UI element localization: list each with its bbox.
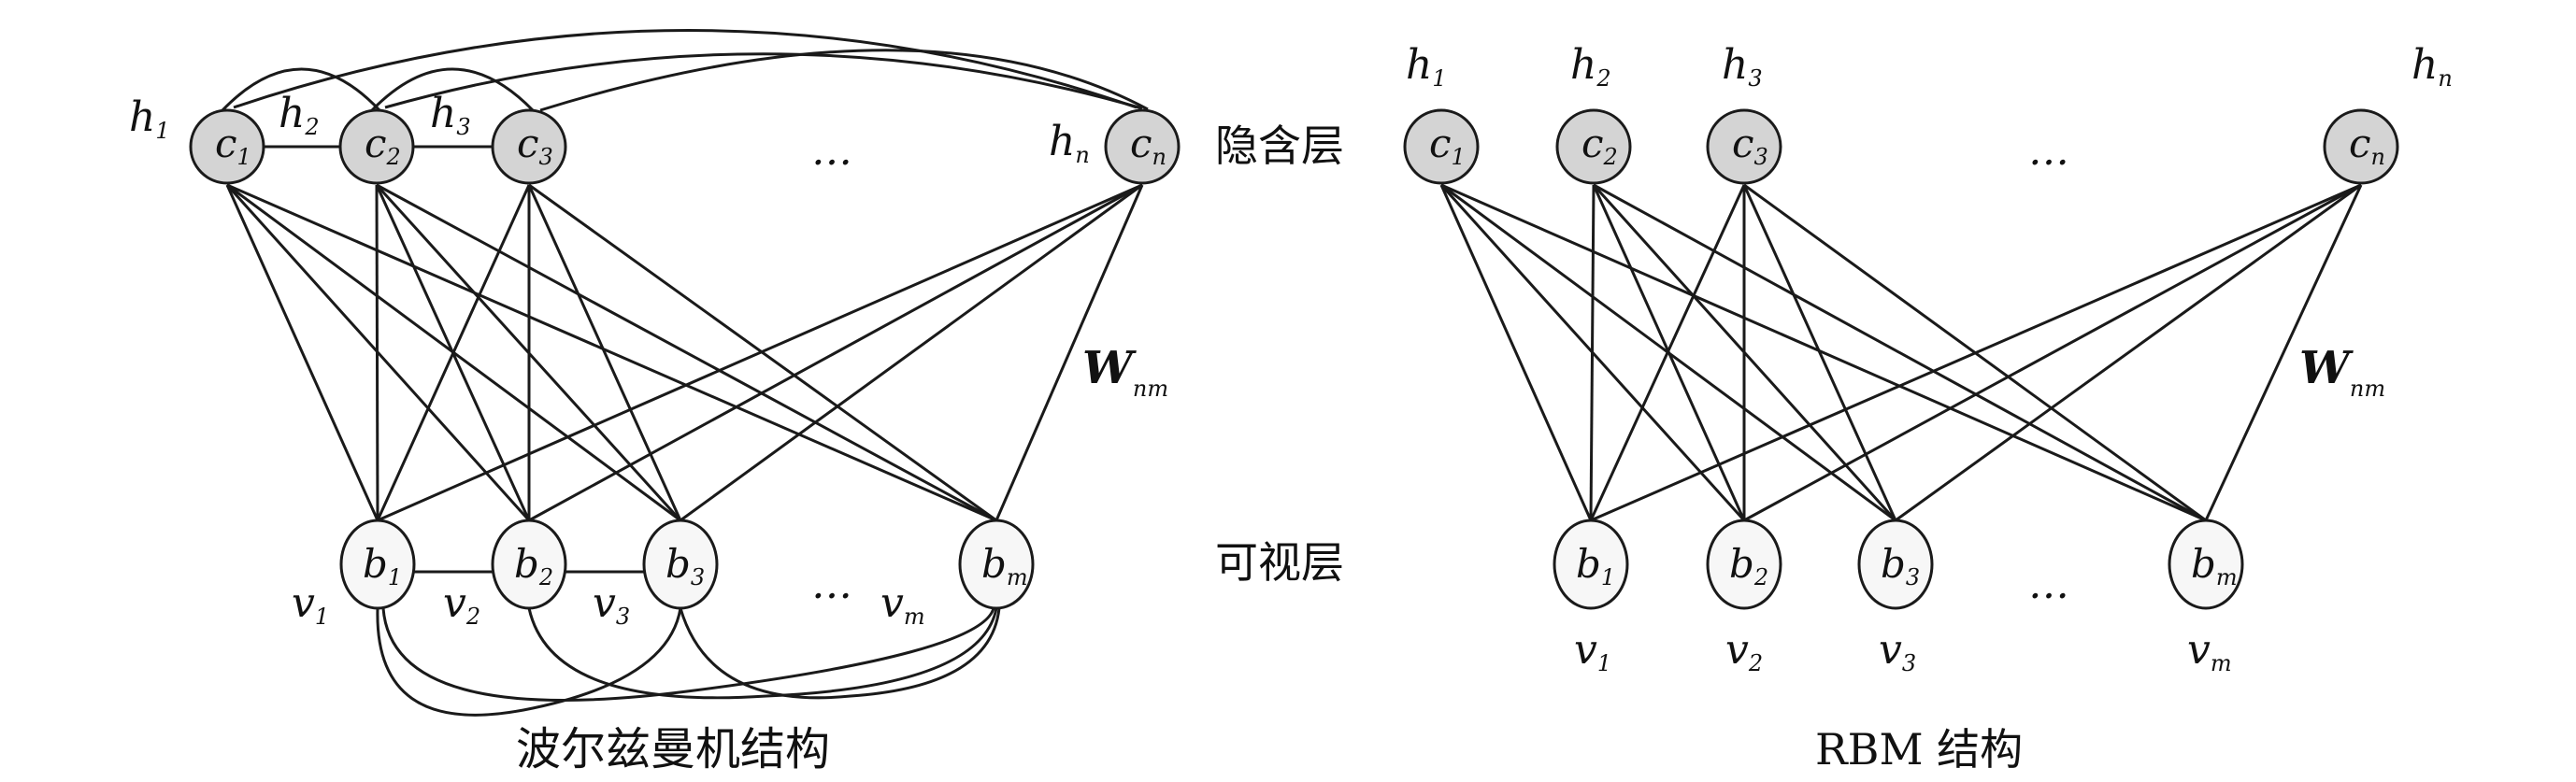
hidden-label-h3: h3 xyxy=(430,90,471,140)
rbm-edge-c2-b1 xyxy=(1589,184,1596,521)
arc-b2-bm xyxy=(527,607,998,700)
visible-node-bm: bm xyxy=(958,519,1035,610)
visible-node-b3: b3 xyxy=(642,519,719,610)
hidden-node-cn: cn xyxy=(1104,108,1181,185)
boltzmann-caption: 波尔兹曼机结构 xyxy=(516,723,830,775)
rbm-visible-ellipsis: … xyxy=(2028,561,2069,608)
svg-text:b2: b2 xyxy=(514,541,553,590)
svg-text:b3: b3 xyxy=(665,541,705,590)
arc-c2-c3 xyxy=(370,67,535,112)
svg-text:cn: cn xyxy=(2349,121,2385,170)
svg-text:b2: b2 xyxy=(1729,541,1768,590)
edge-c1-bm xyxy=(226,183,997,522)
edge-cn-b3 xyxy=(680,183,1143,522)
edge-cn-bm xyxy=(995,184,1144,521)
rbm-edge-c1-bm xyxy=(1440,183,2207,522)
arc-c3-cn xyxy=(539,49,1149,112)
rbm-hidden-node-c1: c1 xyxy=(1403,108,1480,185)
svg-text:b1: b1 xyxy=(363,541,402,590)
svg-text:b3: b3 xyxy=(1881,541,1920,590)
rbm-visible-node-b3: b3 xyxy=(1857,519,1934,610)
svg-text:bm: bm xyxy=(2191,541,2238,590)
arc-b3-bm xyxy=(679,607,1001,700)
edge-c1-b1 xyxy=(225,184,379,521)
hidden-node-c3: c3 xyxy=(491,108,567,185)
hidden-node-c2: c2 xyxy=(338,108,415,185)
rbm-caption: RBM 结构 xyxy=(1815,724,2023,775)
rbm-visible-label-vm: vm xyxy=(2187,626,2232,676)
rbm-hidden-ellipsis: … xyxy=(2028,127,2069,175)
hidden-layer-label: 隐含层 xyxy=(1215,121,1344,171)
rbm-visible-node-bm: bm xyxy=(2168,519,2244,610)
hidden-label-h2: h2 xyxy=(279,90,320,140)
weight-label: Wnm xyxy=(1082,342,1168,402)
rbm-weight-label: Wnm xyxy=(2299,342,2385,402)
arc-c2-cn xyxy=(384,52,1143,110)
svg-text:c1: c1 xyxy=(215,121,251,170)
rbm-hidden-label-h1: h1 xyxy=(1406,41,1447,92)
rbm-hidden-nodes: c1 c2 c3 cn xyxy=(1403,108,2399,185)
boltzmann-cross-edges xyxy=(225,183,1144,522)
visible-label-vm: vm xyxy=(880,579,925,630)
boltzmann-visible-links xyxy=(376,570,1001,717)
visible-ellipsis: … xyxy=(811,561,852,608)
rbm-edge-cn-b2 xyxy=(1743,183,2362,522)
rbm-hidden-node-cn: cn xyxy=(2323,108,2399,185)
visible-label-v3: v3 xyxy=(593,579,630,630)
svg-text:c2: c2 xyxy=(365,121,401,170)
edge-cn-b2 xyxy=(528,183,1143,522)
svg-text:c3: c3 xyxy=(1732,121,1768,170)
edge-c2-b1 xyxy=(375,184,379,521)
boltzmann-machine: Wnm c1 c2 c3 cn h1 h2 h3 hn … xyxy=(129,29,1344,775)
rbm-edge-cn-b3 xyxy=(1895,183,2362,522)
hidden-label-hn: hn xyxy=(1049,118,1090,168)
edge-c3-b1 xyxy=(376,184,531,521)
edge-cn-b1 xyxy=(377,183,1143,522)
visible-label-v2: v2 xyxy=(443,579,480,630)
rbm-visible-label-v2: v2 xyxy=(1725,626,1763,676)
rbm-hidden-label-h3: h3 xyxy=(1722,41,1763,92)
svg-text:bm: bm xyxy=(981,541,1028,590)
visible-label-v1: v1 xyxy=(292,579,329,630)
rbm: Wnm c1 c2 c3 cn h1 h2 h3 hn … xyxy=(1403,41,2453,775)
svg-text:c2: c2 xyxy=(1581,121,1618,170)
rbm-visible-nodes: b1 b2 b3 bm xyxy=(1553,519,2244,610)
rbm-visible-label-v1: v1 xyxy=(1574,626,1611,676)
boltzmann-hidden-nodes: c1 c2 c3 cn xyxy=(189,108,1181,185)
rbm-edge-c3-b3 xyxy=(1742,184,1897,521)
svg-text:c3: c3 xyxy=(517,121,553,170)
visible-node-b1: b1 xyxy=(339,519,416,610)
rbm-hidden-node-c2: c2 xyxy=(1555,108,1632,185)
rbm-cross-edges xyxy=(1439,183,2363,522)
rbm-hidden-label-h2: h2 xyxy=(1570,41,1611,92)
rbm-hidden-node-c3: c3 xyxy=(1706,108,1782,185)
rbm-edge-c2-bm xyxy=(1593,183,2207,522)
hidden-ellipsis: … xyxy=(811,127,852,175)
rbm-edge-c1-b1 xyxy=(1439,184,1593,521)
boltzmann-visible-nodes: b1 b2 b3 bm xyxy=(339,519,1035,610)
rbm-hidden-label-hn: hn xyxy=(2411,41,2453,92)
visible-node-b2: b2 xyxy=(491,519,567,610)
rbm-edge-c3-b1 xyxy=(1589,184,1746,521)
hidden-label-h1: h1 xyxy=(129,93,170,144)
rbm-edge-cn-b1 xyxy=(1590,183,2362,522)
rbm-visible-node-b2: b2 xyxy=(1706,519,1782,610)
rbm-edge-cn-bm xyxy=(2204,184,2363,521)
svg-text:c1: c1 xyxy=(1429,121,1466,170)
hidden-node-c1: c1 xyxy=(189,108,265,185)
rbm-visible-node-b1: b1 xyxy=(1553,519,1629,610)
visible-layer-label: 可视层 xyxy=(1215,537,1344,588)
svg-text:cn: cn xyxy=(1130,121,1166,170)
edge-c3-b3 xyxy=(527,184,682,521)
arc-b1-b3 xyxy=(376,607,682,717)
svg-text:b1: b1 xyxy=(1576,541,1615,590)
rbm-visible-label-v3: v3 xyxy=(1879,626,1916,676)
arc-b1-bm xyxy=(381,607,995,702)
arc-c1-cn xyxy=(233,29,1138,109)
arc-c1-c2 xyxy=(221,67,381,112)
boltzmann-hidden-links xyxy=(221,29,1149,149)
edge-c2-bm xyxy=(376,183,997,522)
